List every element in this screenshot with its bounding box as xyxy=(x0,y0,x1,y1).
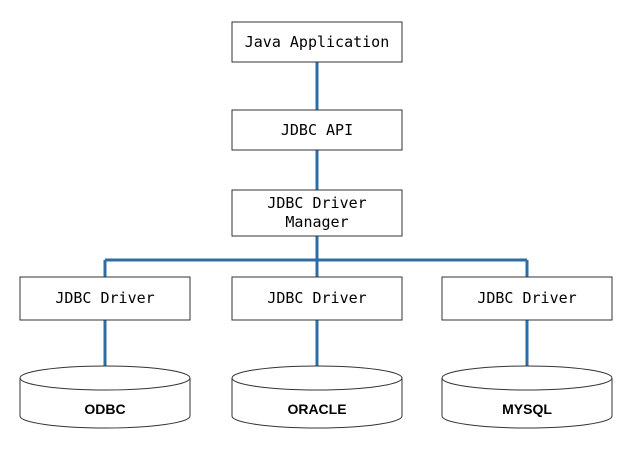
jdbc-driver-box-center: JDBC Driver xyxy=(231,276,403,321)
jdbc-driver-box-right: JDBC Driver xyxy=(441,276,613,321)
jdbc-api-box: JDBC API xyxy=(231,109,403,151)
java-application-box: Java Application xyxy=(231,21,403,63)
mysql-label: MYSQL xyxy=(502,401,552,417)
java-application-label: Java Application xyxy=(245,33,390,51)
jdbc-api-label: JDBC API xyxy=(281,121,353,139)
oracle-label: ORACLE xyxy=(287,401,346,417)
oracle-database-cylinder: ORACLE xyxy=(231,365,403,429)
jdbc-driver-manager-box: JDBC Driver Manager xyxy=(231,189,403,237)
jdbc-driver-label-left: JDBC Driver xyxy=(55,289,154,307)
odbc-label: ODBC xyxy=(84,401,125,417)
jdbc-driver-label-center: JDBC Driver xyxy=(267,289,366,307)
mysql-database-cylinder: MYSQL xyxy=(441,365,613,429)
odbc-database-cylinder: ODBC xyxy=(19,365,191,429)
jdbc-driver-manager-label-line1: JDBC Driver xyxy=(267,194,366,212)
jdbc-driver-label-right: JDBC Driver xyxy=(477,289,576,307)
jdbc-driver-manager-label-line2: Manager xyxy=(285,213,348,231)
connectors xyxy=(103,62,529,370)
jdbc-driver-box-left: JDBC Driver xyxy=(19,276,191,321)
